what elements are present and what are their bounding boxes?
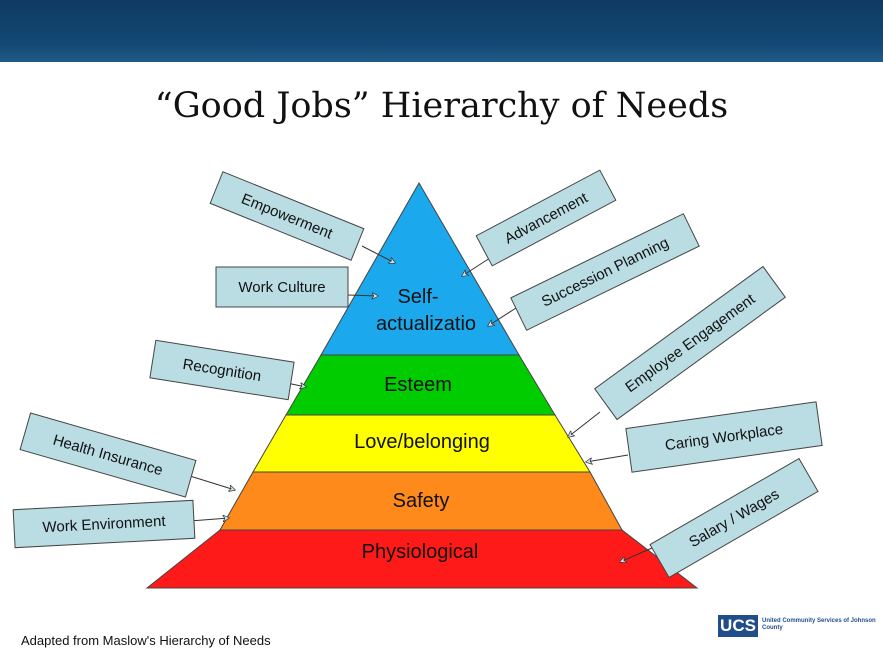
svg-text:Employee Engagement: Employee Engagement bbox=[622, 290, 759, 396]
level-physiological bbox=[145, 529, 699, 589]
arrow-caring-workplace bbox=[586, 454, 629, 462]
callout-employee-engagement: Employee Engagement bbox=[593, 265, 787, 421]
ucs-logo: UCS United Community Services of Johnson… bbox=[718, 613, 878, 641]
callout-caring-workplace: Caring Workplace bbox=[625, 401, 823, 473]
callout-recognition: Recognition bbox=[149, 339, 295, 401]
pyramid bbox=[145, 181, 699, 589]
label-safety: Safety bbox=[393, 490, 450, 512]
arrow-empowerment bbox=[361, 245, 395, 263]
header-band bbox=[0, 0, 883, 62]
arrow-work-culture bbox=[347, 295, 378, 296]
svg-text:Work Environment: Work Environment bbox=[42, 513, 167, 536]
slide-title: “Good Jobs” Hierarchy of Needs bbox=[154, 86, 729, 126]
label-self-actualization-line2: actualizatio bbox=[376, 313, 476, 335]
callout-advancement: Advancement bbox=[475, 169, 617, 267]
arrow-health-insurance bbox=[189, 475, 235, 490]
arrow-succession-planning bbox=[488, 307, 517, 326]
svg-text:Work Culture: Work Culture bbox=[238, 279, 325, 296]
logo-name: United Community Services of Johnson Cou… bbox=[762, 618, 876, 631]
label-love-belonging: Love/belonging bbox=[354, 431, 490, 453]
label-self-actualization-line1: Self- bbox=[397, 286, 438, 308]
callout-work-environment: Work Environment bbox=[12, 499, 196, 549]
logo-mark: UCS bbox=[718, 615, 758, 637]
arrow-work-environment bbox=[189, 518, 229, 521]
arrow-advancement bbox=[462, 257, 491, 276]
callout-health-insurance: Health Insurance bbox=[19, 412, 197, 498]
callout-work-culture: Work Culture bbox=[215, 266, 349, 308]
footer-credit: Adapted from Maslow's Hierarchy of Needs bbox=[21, 633, 271, 648]
arrow-salary-wages bbox=[620, 547, 653, 562]
arrow-employee-engagement bbox=[568, 411, 601, 437]
svg-text:Succession Planning: Succession Planning bbox=[539, 234, 672, 310]
label-physiological: Physiological bbox=[362, 541, 479, 563]
callout-salary-wages: Salary / Wages bbox=[649, 457, 819, 579]
callout-empowerment: Empowerment bbox=[209, 171, 365, 261]
label-esteem: Esteem bbox=[384, 374, 452, 396]
